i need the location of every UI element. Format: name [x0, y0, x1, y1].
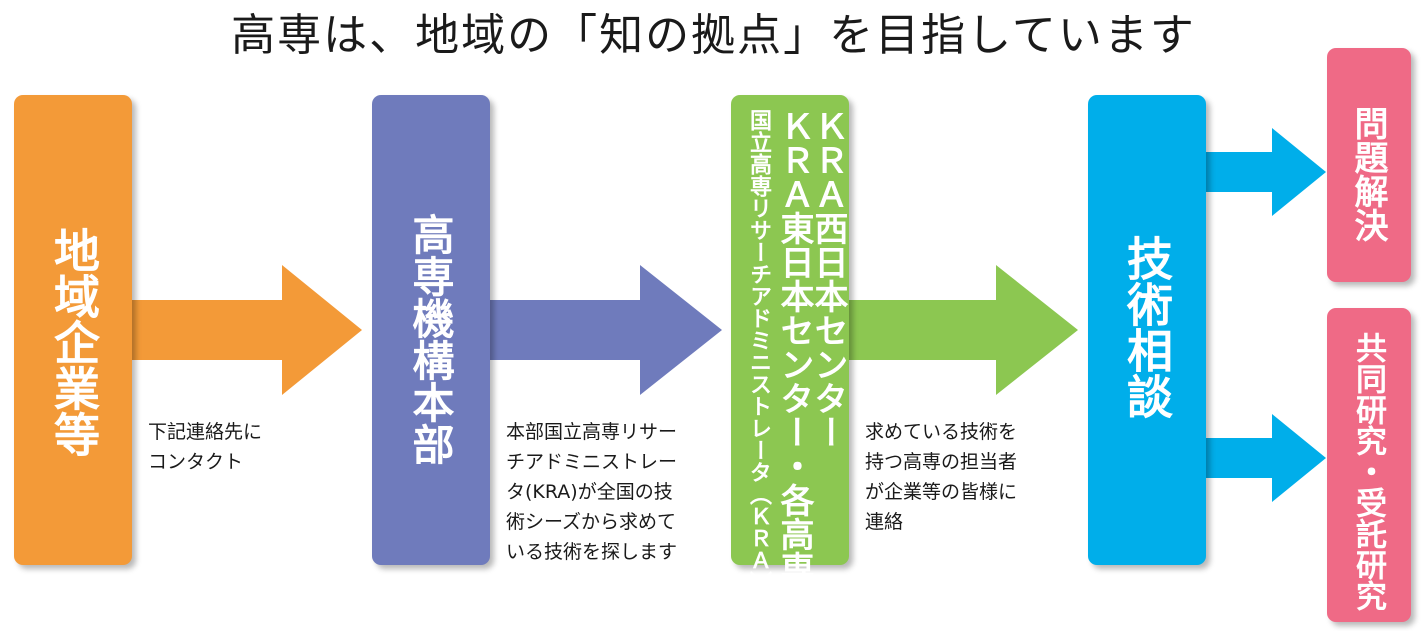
arrow-4-down [1204, 414, 1326, 502]
outcome-joint-research: 共同研究・受託研究 [1327, 308, 1411, 622]
step-kra-west-label: ＫＲＡ西日本センター [808, 109, 848, 449]
step-kosen-headquarters: 高専機構本部 [372, 95, 490, 565]
note-contact: 下記連絡先に コンタクト [148, 421, 263, 473]
note-kosen-contact: 求めている技術を 持つ高専の担当者 が企業等の皆様に 連絡 [865, 421, 1018, 533]
note-kra-search: 本部国立高専リサー チアドミニストレー タ(KRA)が全国の技 術シーズから求め… [506, 421, 678, 563]
outcome-problem-solving-label: 問題解決 [1348, 106, 1388, 242]
step-local-companies: 地域企業等 [14, 95, 132, 565]
outcome-joint-research-label: 共同研究・受託研究 [1350, 332, 1386, 611]
step-local-companies-label: 地域企業等 [47, 227, 101, 457]
arrow-4-up [1204, 128, 1326, 216]
arrow-3 [846, 265, 1078, 395]
arrow-2 [487, 265, 722, 395]
arrow-1 [128, 265, 362, 395]
step-kra-centers: ＫＲＡ西日本センター ＫＲＡ東日本センター・各高専 国立高専リサーチアドミニスト… [731, 95, 849, 593]
step-kra-sub-label: 国立高専リサーチアドミニストレータ（ＫＲＡ） [746, 109, 771, 593]
page-title: 高専は、地域の「知の拠点」を目指しています [231, 10, 1196, 61]
step-technical-consultation-label: 技術相談 [1120, 235, 1174, 419]
step-technical-consultation: 技術相談 [1088, 95, 1206, 565]
step-kosen-headquarters-label: 高専機構本部 [406, 213, 455, 465]
step-kra-east-label: ＫＲＡ東日本センター・各高専 [774, 109, 814, 585]
outcome-problem-solving: 問題解決 [1327, 48, 1411, 282]
